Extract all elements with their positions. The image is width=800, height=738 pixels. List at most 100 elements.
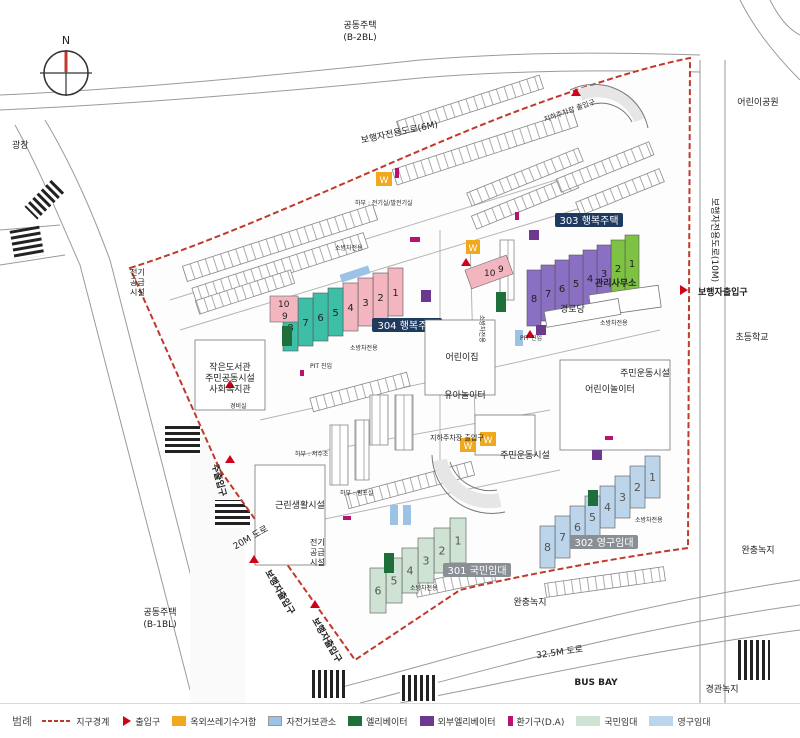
b304-unit-number: 4	[347, 303, 353, 314]
b303-unit-number: 1	[629, 259, 635, 270]
parking-rows	[181, 74, 666, 598]
electric-supply-2-label: 전기	[310, 537, 325, 547]
permanent-rental-swatch	[649, 716, 674, 726]
b303-unit-number: 7	[545, 289, 551, 300]
svg-text:공급: 공급	[130, 278, 145, 287]
library-label-1: 작은도서관	[209, 362, 250, 373]
square-label: 광장	[12, 139, 29, 151]
housing-top-label: 공동주택	[343, 20, 376, 31]
facility-buildings	[194, 284, 671, 566]
svg-text:W: W	[380, 176, 389, 186]
pit-entry-2: PIT 진입	[520, 334, 542, 342]
housing-left-code: (B-1BL)	[143, 620, 176, 630]
firestation-6: 소방차전용	[335, 244, 363, 252]
b302-unit-number: 7	[559, 531, 566, 544]
b302-unit-number: 8	[544, 541, 551, 554]
b301-unit-number: 6	[375, 585, 382, 598]
entrance-markers	[225, 88, 688, 608]
compass-rose: N	[40, 34, 92, 96]
b302-unit-number: 2	[634, 481, 641, 494]
boundary-line-icon	[42, 720, 73, 722]
b303-unit-number: 2	[615, 264, 621, 275]
lower-note-2: 하부 : 펌프실	[340, 489, 373, 497]
outer-roads	[0, 0, 800, 704]
daycare-label: 어린이집	[445, 351, 478, 363]
b301-unit-number: 2	[439, 545, 446, 558]
housing-top-code: (B-2BL)	[343, 33, 376, 43]
entrance-arrow-left	[249, 555, 259, 563]
elevator-icon	[348, 716, 363, 726]
svg-text:W: W	[469, 244, 478, 254]
substation-note: 하부 : 전기실/발전기실	[355, 199, 413, 207]
b302-unit-number: 6	[574, 521, 581, 534]
b302-unit-number: 4	[604, 501, 611, 514]
firestation-4: 소방차전용	[635, 516, 663, 524]
entrance-arrow-parking-top	[571, 88, 581, 96]
b304-unit-number: 6	[317, 313, 323, 324]
svg-text:시설: 시설	[130, 287, 145, 297]
svg-text:공급: 공급	[310, 548, 325, 557]
entrance-triangle-icon	[123, 716, 132, 726]
parking-entry-mid-label: 지하주차장 출입구	[430, 433, 484, 442]
resident-sports-1-label: 주민운동시설	[620, 368, 670, 379]
entrance-arrow-right	[680, 285, 688, 295]
b304-label: 304 행복주택	[377, 320, 436, 332]
pit-entry-1: PIT 진입	[310, 362, 332, 370]
svg-text:W: W	[464, 442, 473, 452]
b301-unit-number: 4	[407, 565, 414, 578]
b302-label: 302 영구임대	[574, 536, 633, 549]
legend-item-ext-elevator: 외부엘리베이터	[419, 715, 496, 728]
entrance-arrow-bottom	[310, 600, 320, 608]
childrens-park-label: 어린이공원	[737, 97, 778, 108]
b303-unit-10: 10	[484, 269, 496, 279]
b303-unit-number: 6	[559, 284, 565, 295]
legend-item-national: 국민임대	[576, 715, 637, 728]
b302-unit-number: 5	[589, 511, 596, 524]
vent-icon	[507, 716, 513, 726]
b301-unit-number: 3	[423, 555, 430, 568]
legend-item-trash: 옥외쓰레기수거함	[172, 715, 256, 728]
entrance-arrow-parking-mid	[461, 258, 471, 266]
firestation-1: 소방차전용	[350, 344, 378, 352]
b301-unit-number: 5	[391, 575, 398, 588]
toddler-play-label: 유아놀이터	[444, 390, 485, 401]
facility-icons: W W W W	[282, 168, 613, 573]
resident-sports-2-label: 주민운동시설	[500, 450, 550, 461]
external-elevator-icon	[419, 716, 434, 726]
legend-item-vent: 환기구(D.A)	[507, 715, 564, 728]
b301-label: 301 국민임대	[447, 564, 506, 577]
b302-unit-number: 1	[649, 471, 656, 484]
b303-unit-block	[526, 269, 542, 327]
b304-unit-number: 7	[302, 318, 308, 329]
b303-unit-number: 4	[587, 274, 593, 285]
parking-ramps	[431, 83, 649, 514]
b303-unit-number: 8	[531, 294, 537, 305]
b304-unit-10: 10	[278, 300, 290, 310]
b304-unit-number: 5	[332, 308, 338, 319]
b301-unit-number: 1	[455, 535, 462, 548]
compass-north-label: N	[62, 34, 70, 47]
b304-unit-number: 1	[392, 288, 398, 299]
bus-bay-label: BUS BAY	[574, 678, 618, 688]
firestation-3: 소방차전용	[410, 584, 438, 592]
housing-left-label: 공동주택	[143, 607, 176, 618]
legend: 범례 지구경계 출입구 옥외쓰레기수거함 자전거보관소 엘리베이터 외부엘리베이…	[0, 703, 800, 738]
svg-text:시설: 시설	[310, 557, 325, 567]
road-ped-right: 보행자전용도로(10M)	[709, 198, 721, 282]
management-office-label: 관리사무소	[595, 277, 637, 289]
guard-label: 경비실	[230, 402, 247, 410]
b302-unit-block	[539, 525, 556, 569]
children-play-label: 어린이놀이터	[585, 384, 635, 395]
buffer-green-right-label: 완충녹지	[741, 545, 774, 556]
entrance-arrow-main	[225, 455, 235, 463]
b302-unit-number: 3	[619, 491, 626, 504]
b301-unit-block	[369, 567, 387, 614]
landscape-green-label: 경관녹지	[705, 683, 738, 695]
library-label-2: 주민공동시설	[205, 373, 255, 384]
b304-unit-number: 2	[377, 293, 383, 304]
neighborhood-facility-label: 근린생활시설	[275, 499, 325, 511]
electric-supply-1-label: 전기	[130, 267, 145, 277]
